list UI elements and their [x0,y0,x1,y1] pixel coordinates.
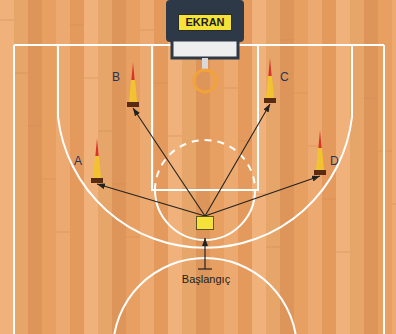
start-leader [198,238,212,269]
sideline [383,45,385,334]
drill-arrow [205,176,320,216]
cone-body [316,148,324,170]
cone-tip [268,58,272,78]
sideline [13,45,15,334]
plank-seam [336,252,350,253]
floor-plank [378,0,392,334]
screen-housing [166,0,244,42]
plank-seam [126,237,140,238]
floor-plank [98,0,112,334]
plank-seam [42,179,56,180]
cone-letter: B [112,70,120,84]
start-marker: Başlangıç [196,216,214,230]
free-throw-arc-dashed [155,140,255,190]
plank-seam [84,78,98,79]
backboard-panel [172,40,238,58]
floor-plank [14,0,28,334]
cone-icon [90,138,104,184]
three-point-line [58,45,352,248]
cone-base [264,98,276,103]
cone-tip [95,138,99,158]
drill-arrow [97,184,205,216]
plank-seam [280,40,294,41]
cone-a: A [90,138,104,184]
cone-icon [126,62,140,108]
center-circle [113,258,297,334]
cone-tip [131,62,135,82]
cone-base [314,170,326,175]
plank-seam [70,25,84,26]
cone-base [127,102,139,107]
floor-plank [28,0,42,334]
court-lines [14,45,384,334]
floor-plank [294,0,308,334]
rim-support [202,58,208,70]
plank-seam [224,88,238,89]
cone-c: C [263,58,277,104]
cone-body [266,76,274,98]
plank-seam [154,83,168,84]
start-label: Başlangıç [182,273,230,286]
cone-letter: C [280,70,289,84]
floor-plank [42,0,56,334]
plank-seam [14,73,28,74]
plank-seam [140,30,154,31]
floor-plank [0,0,14,334]
backboard [166,0,244,92]
screen-text: EKRAN [185,16,224,29]
plank-seam [266,247,280,248]
floor-plank [154,0,168,334]
floor-plank [112,0,126,334]
floor-plank [392,0,396,334]
plank-seam [196,242,210,243]
screen-label: EKRAN [178,14,231,31]
floor-plank [364,0,378,334]
cone-base [91,178,103,183]
plank-seam [392,204,396,205]
cone-letter: D [330,154,339,168]
cone-tip [318,130,322,150]
plank-seam [168,136,182,137]
cone-body [129,80,137,102]
floor-plank [280,0,294,334]
cone-icon [263,58,277,104]
rim [194,70,216,92]
cone-b: B [126,62,140,108]
plank-seam [322,199,336,200]
drill-arrow [133,108,205,216]
plank-seam [56,232,70,233]
plank-seam [294,93,308,94]
plank-seam [112,184,126,185]
cone-letter: A [74,154,82,168]
paint-area [152,45,258,190]
cone-body [93,156,101,178]
plank-seam [238,141,252,142]
drill-arrow [205,104,270,216]
floor-plank [126,0,140,334]
plank-seam [364,98,378,99]
cone-d: D [313,130,327,176]
cone-icon [313,130,327,176]
leader-arrow [204,238,205,269]
plank-seam [0,20,14,21]
plank-seam [28,126,42,127]
plank-seam [98,131,112,132]
